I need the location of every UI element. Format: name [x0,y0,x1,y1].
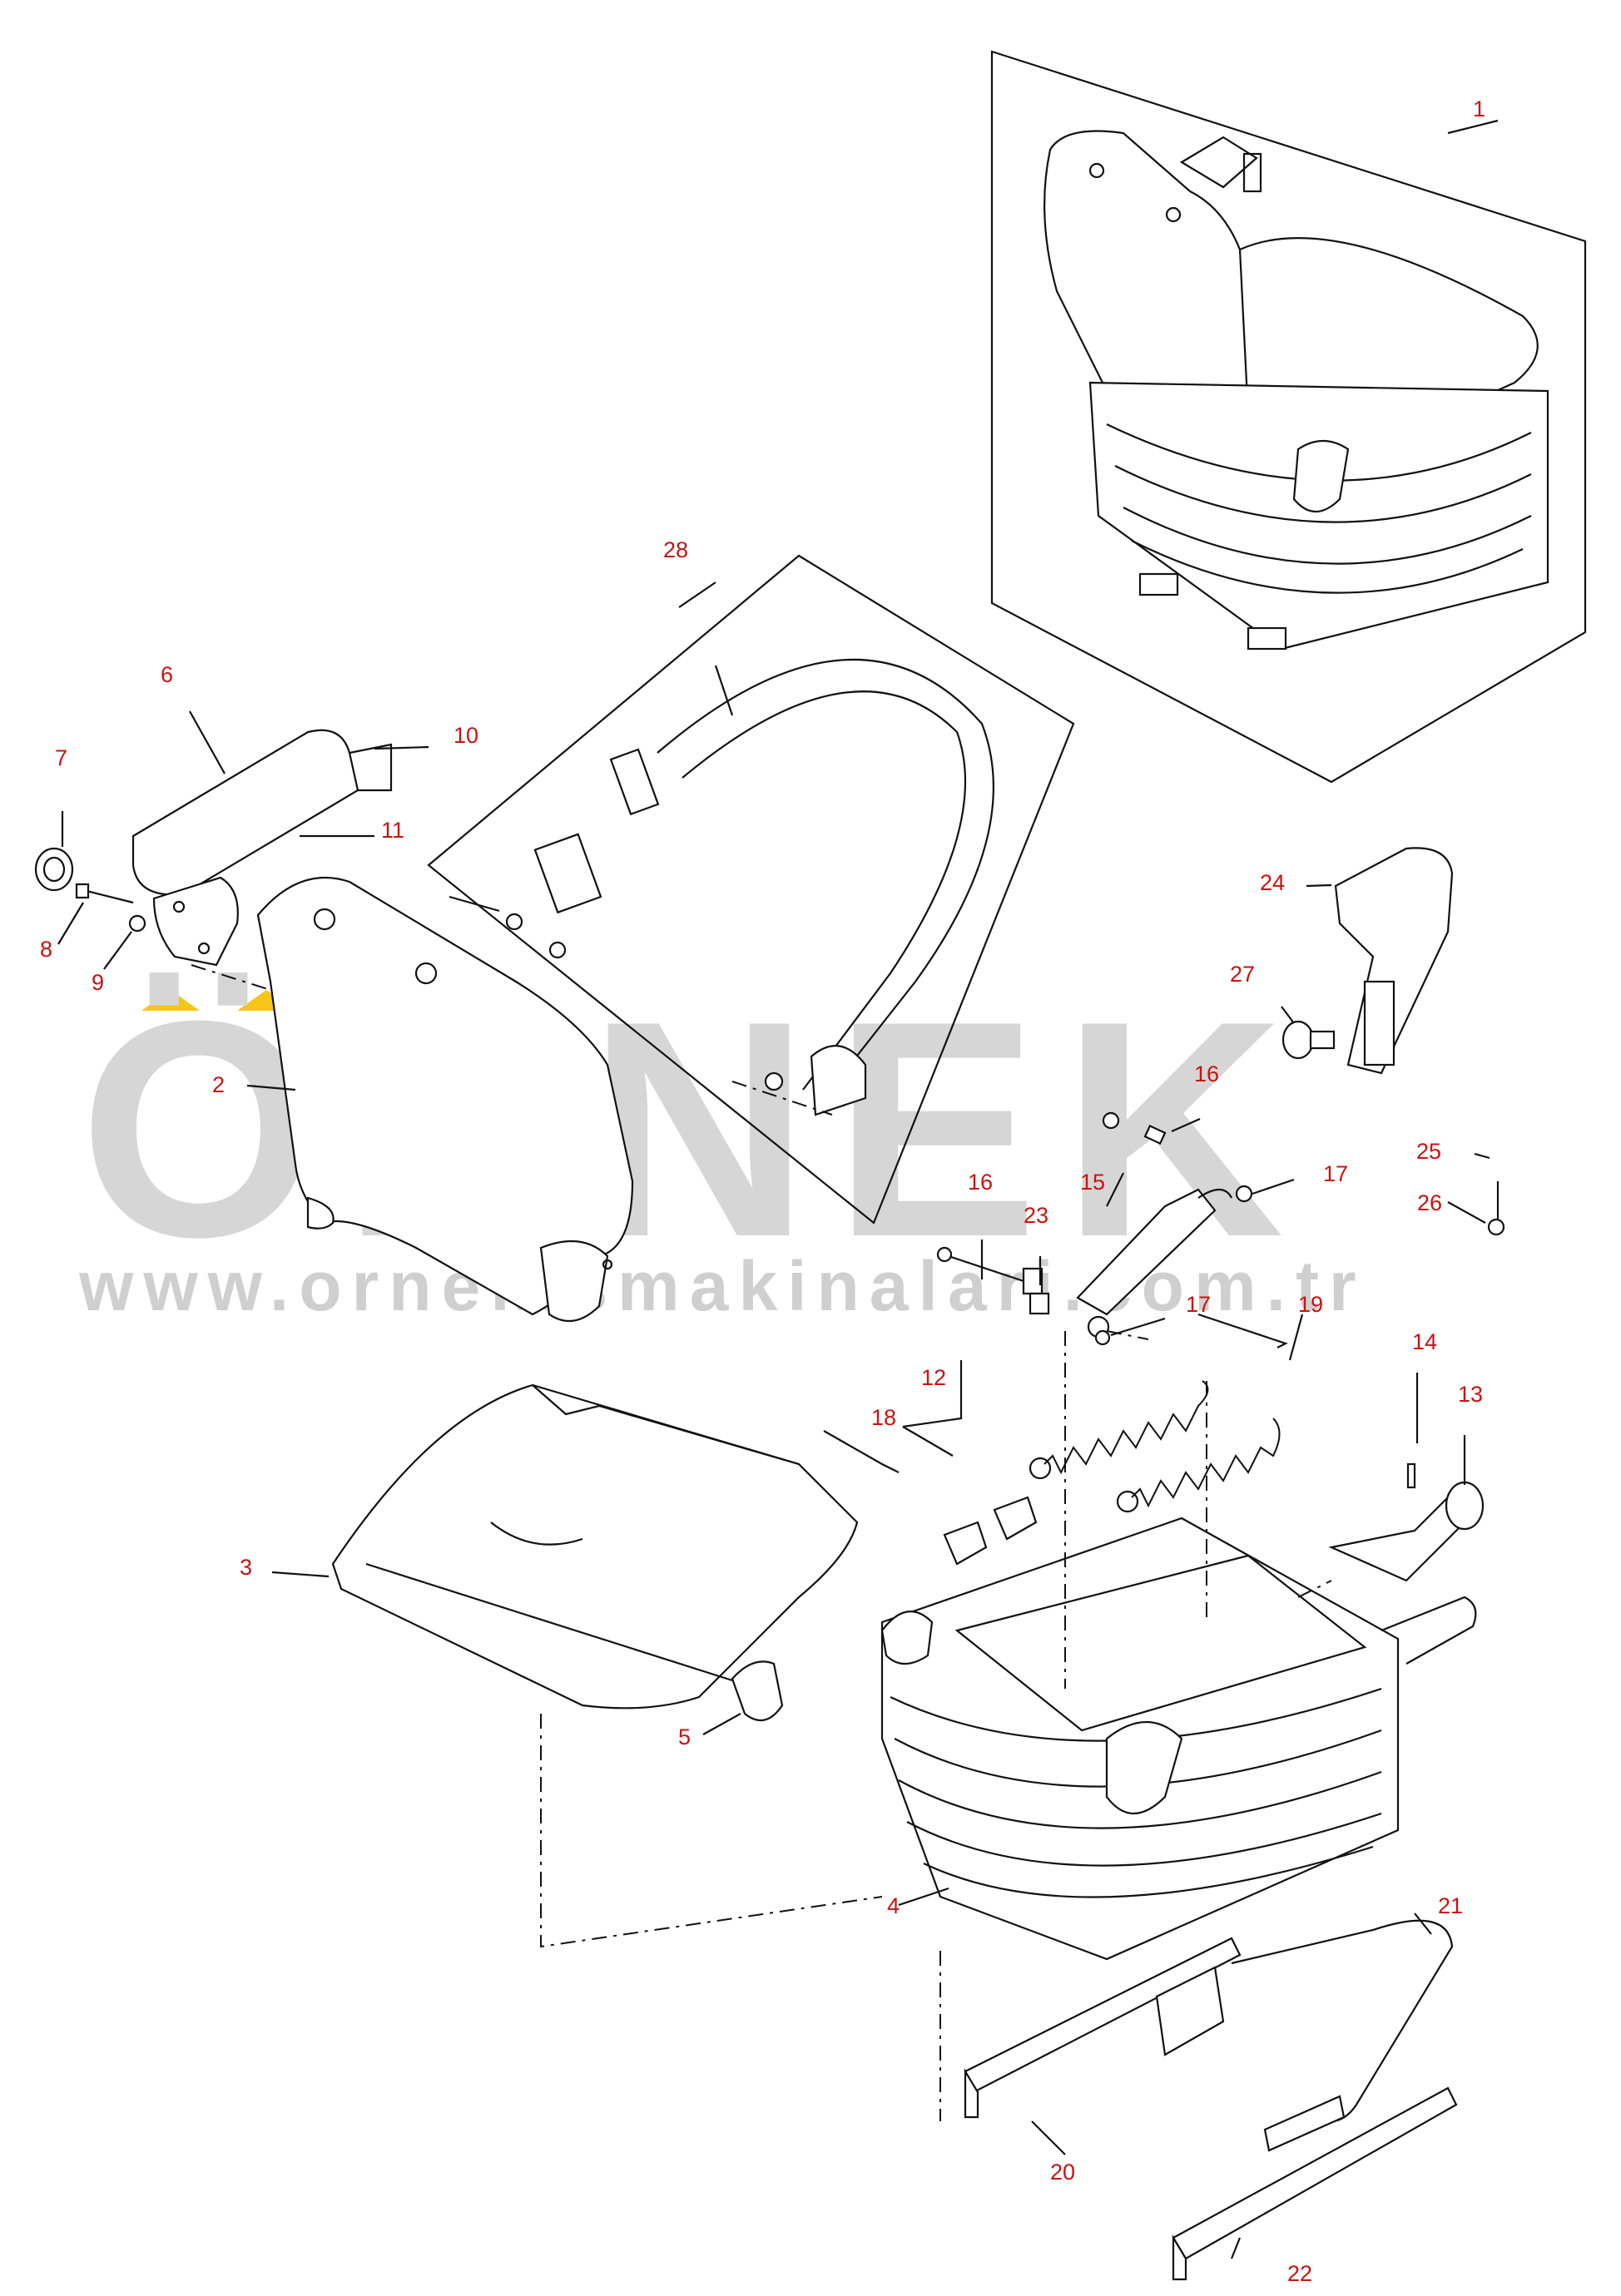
callout-10: 10 [454,723,478,748]
callout-12: 12 [921,1365,946,1390]
knob [1281,1020,1336,1060]
callout-5: 5 [678,1724,691,1749]
complete-seat-assembly [990,50,1587,784]
watermark-accent-left [141,990,200,1011]
callout-3: 3 [240,1555,252,1580]
callout-1: 1 [1473,96,1485,121]
callout-22: 21 [1438,1893,1463,1918]
leader-lines [57,119,1499,2259]
callout-23: 23 [1024,1203,1048,1228]
callout-25: 25 [1416,1139,1441,1164]
callout-16b: 16 [968,1170,993,1195]
callout-13: 13 [1458,1382,1483,1407]
callout-14: 14 [1412,1329,1437,1354]
callout-2: 2 [212,1072,225,1097]
callout-6: 6 [161,662,173,687]
callout-27: 27 [1230,962,1255,987]
shock-absorber-assembly [936,1111,1505,1346]
watermark-url: www.ornekismakinalari.com.tr [78,1247,1366,1325]
callout-20: 20 [1050,2160,1075,2185]
callout-7: 7 [55,745,67,770]
springs [1029,1380,1281,1513]
callout-9: 9 [92,970,104,995]
clip [731,1660,784,1722]
slide-rails [964,1919,1458,2281]
assembly-lines [191,964,1332,2121]
callout-17a: 17 [1323,1161,1348,1186]
callout-18: 18 [871,1405,896,1430]
suspension-base [880,1517,1477,1961]
seat-cushion [331,1383,859,1710]
backrest [256,876,634,1323]
callout-26: 26 [1417,1190,1442,1215]
callouts: 1 28 6 7 10 11 8 9 2 3 5 4 24 27 16 15 1… [40,96,1485,2286]
callout-19: 19 [1298,1292,1323,1317]
callout-16a: 16 [1194,1061,1219,1086]
callout-4: 4 [887,1893,900,1918]
watermark: ÖRNEK www.ornekismakinalari.com.tr [78,957,1366,1325]
handle [1334,847,1454,1075]
callout-21: 22 [1287,2261,1312,2286]
bumpers [943,1496,1038,1566]
callout-17b: 17 [1186,1292,1211,1317]
callout-24: 24 [1260,870,1285,895]
armrest-assembly [34,729,393,967]
adjustment-knob-assembly [1328,1462,1485,1582]
callout-15: 15 [1080,1170,1105,1195]
callout-28: 28 [663,537,688,562]
callout-8: 8 [40,937,52,962]
callout-11: 11 [381,818,404,843]
seat-belt [427,554,1075,1225]
